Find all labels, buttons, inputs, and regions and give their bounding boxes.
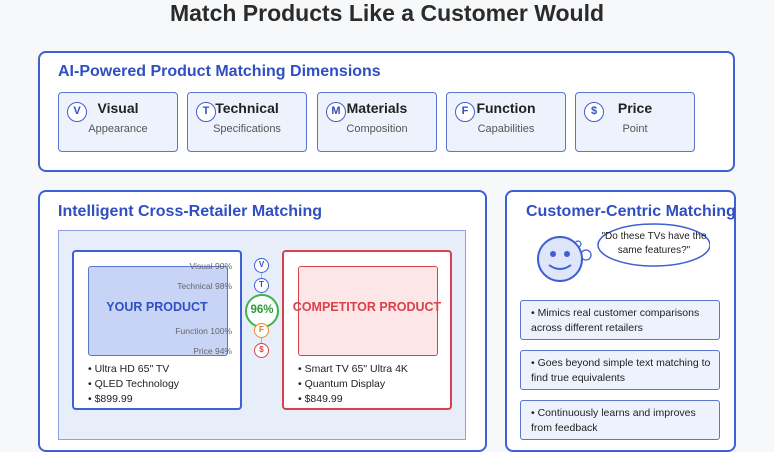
dimension-name: Function: [476, 100, 536, 116]
page-title: Match Products Like a Customer Would: [169, 0, 605, 26]
customer-heading: Customer-Centric Matching: [526, 203, 736, 220]
price-icon: $: [584, 102, 604, 122]
dimension-materials: M Materials Composition: [317, 92, 437, 152]
visual-icon: V: [67, 102, 87, 122]
your-product-image: [88, 266, 228, 356]
dimension-sub: Specifications: [213, 123, 281, 135]
speech-text: "Do these TVs have the same features?": [601, 231, 707, 256]
customer-point: • Mimics real customer comparisons acros…: [520, 300, 720, 340]
dimension-name: Price: [617, 100, 653, 116]
dimension-sub: Composition: [346, 123, 408, 135]
materials-icon: M: [326, 102, 346, 122]
score-technical: Technical 98%: [177, 281, 232, 291]
score-function: Function 100%: [175, 326, 232, 336]
your-product-card: YOUR PRODUCT • Ultra HD 65" TV • QLED Te…: [72, 250, 242, 410]
dimensions-heading: AI-Powered Product Matching Dimensions: [58, 63, 381, 80]
spec-line: • Quantum Display: [298, 378, 386, 390]
matching-heading: Intelligent Cross-Retailer Matching: [58, 203, 323, 220]
competitor-product-card: COMPETITOR PRODUCT • Smart TV 65" Ultra …: [282, 250, 452, 410]
your-product-label: YOUR PRODUCT: [106, 300, 208, 314]
dimension-sub: Appearance: [88, 123, 148, 135]
customer-face-icon: [537, 223, 710, 282]
dimension-technical: T Technical Specifications: [187, 92, 307, 152]
spec-line: • QLED Technology: [88, 378, 180, 390]
spec-line: • Smart TV 65" Ultra 4K: [298, 363, 408, 375]
competitor-product-image: [298, 266, 438, 356]
price-score-icon: $: [254, 343, 269, 358]
score-visual: Visual 90%: [189, 261, 232, 271]
competitor-product-label: COMPETITOR PRODUCT: [292, 300, 442, 314]
dimension-name: Technical: [215, 100, 279, 116]
visual-score-icon: V: [254, 258, 269, 273]
dimension-visual: V Visual Appearance: [58, 92, 178, 152]
competitor-product-specs: • Smart TV 65" Ultra 4K • Quantum Displa…: [298, 362, 408, 407]
technical-score-icon: T: [254, 278, 269, 293]
dimension-price: $ Price Point: [575, 92, 695, 152]
spec-line: • Ultra HD 65" TV: [88, 363, 170, 375]
speech-bubble-icon: [597, 223, 710, 267]
dimension-name: Materials: [346, 100, 408, 116]
function-icon: F: [455, 102, 475, 122]
customer-point: • Continuously learns and improves from …: [520, 400, 720, 440]
technical-icon: T: [196, 102, 216, 122]
dimension-name: Visual: [97, 100, 139, 116]
spec-line: • $899.99: [88, 393, 133, 405]
customer-point: • Goes beyond simple text matching to fi…: [520, 350, 720, 390]
dimension-sub: Point: [622, 123, 648, 135]
score-price: Price 94%: [193, 346, 232, 356]
dimension-sub: Capabilities: [477, 123, 535, 135]
your-product-specs: • Ultra HD 65" TV • QLED Technology • $8…: [88, 362, 179, 407]
function-score-icon: F: [254, 323, 269, 338]
dimension-function: F Function Capabilities: [446, 92, 566, 152]
spec-line: • $849.99: [298, 393, 343, 405]
